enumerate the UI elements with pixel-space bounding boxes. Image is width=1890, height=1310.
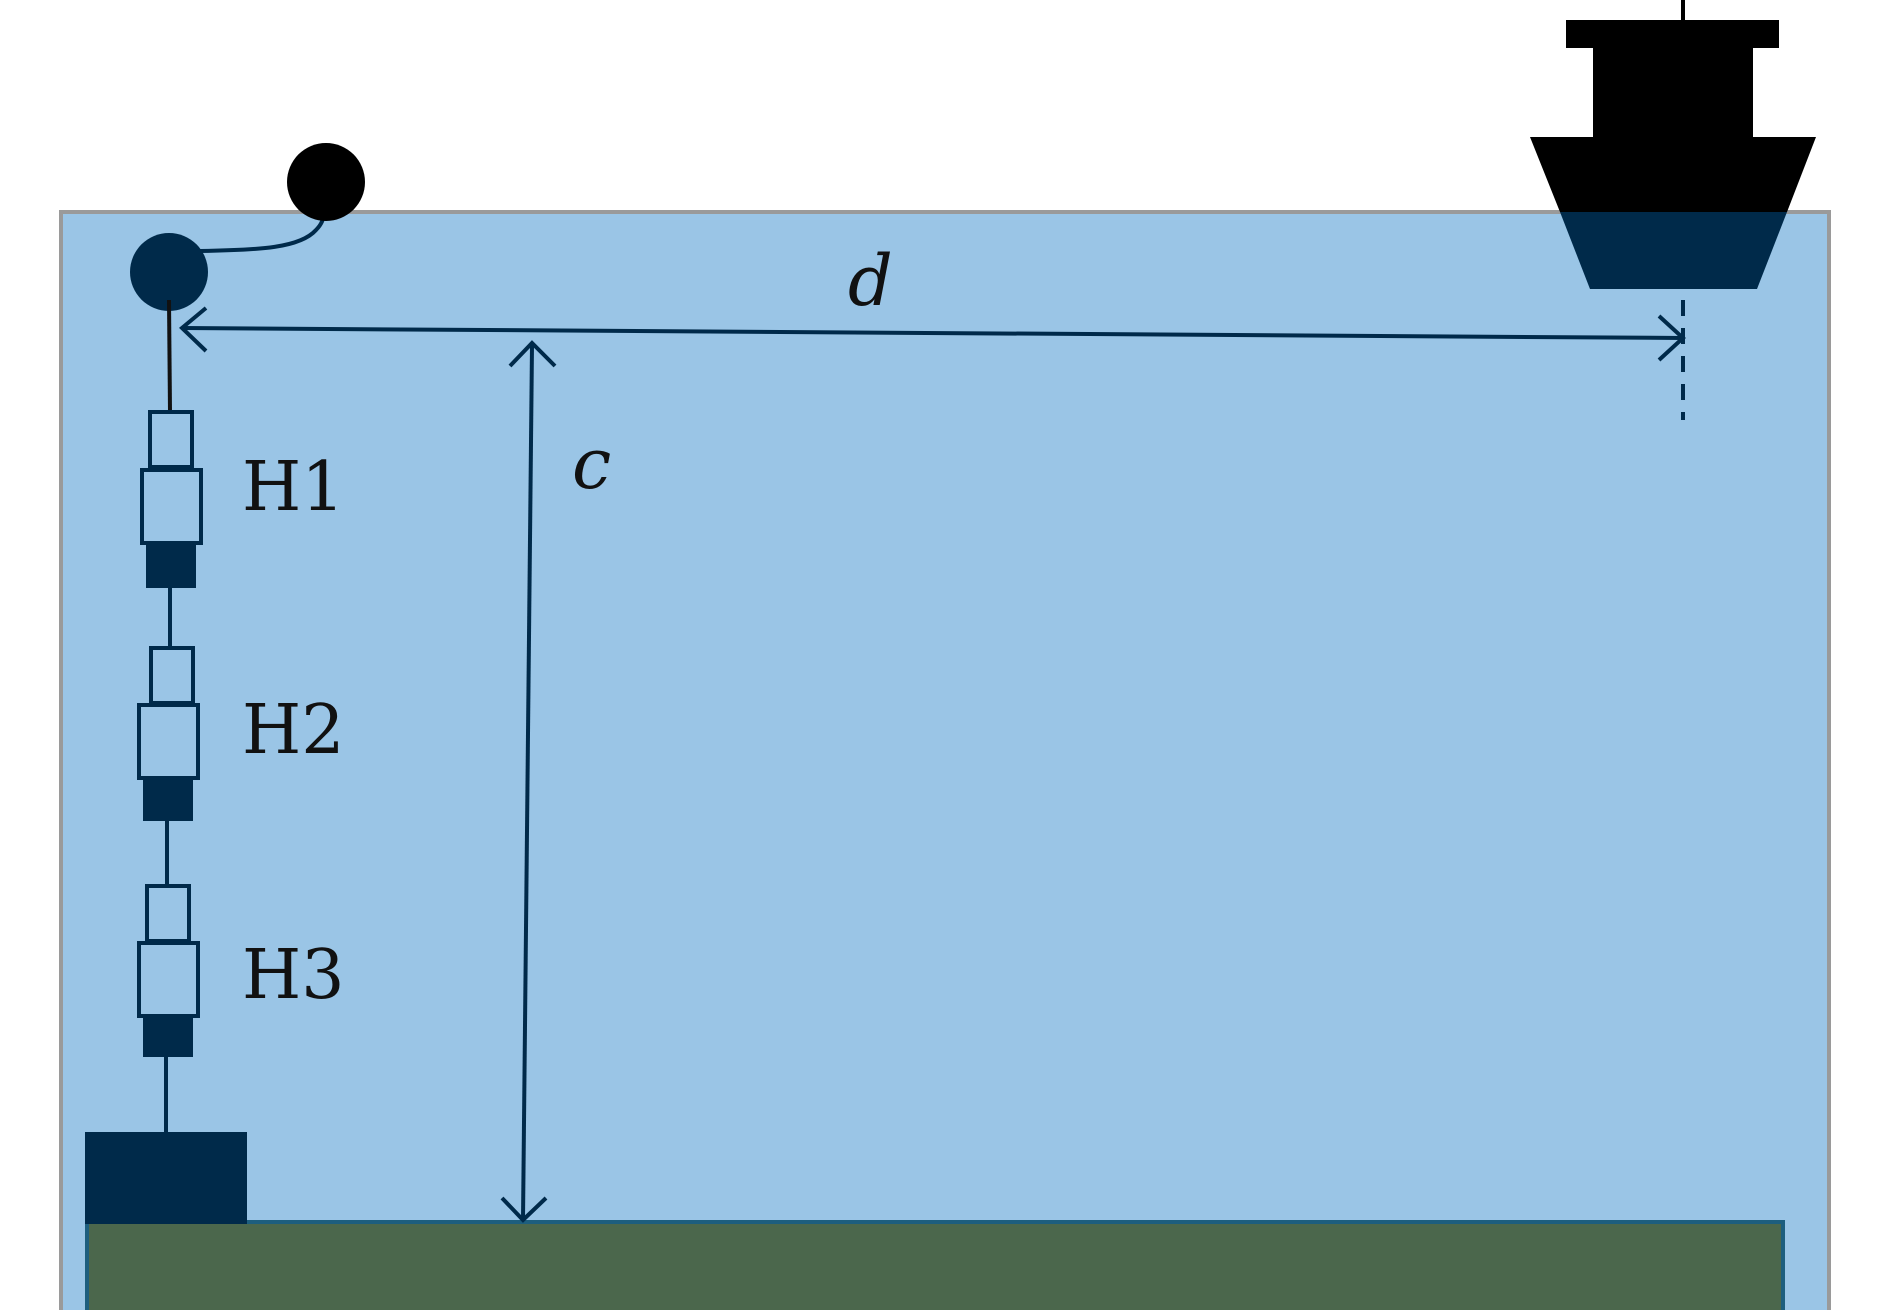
surface-buoy-icon [287,143,365,221]
distance-arrow-d [179,306,1686,362]
subsurface-float-icon [130,233,208,311]
water-body [59,210,1831,1310]
hydrophone-cap [148,410,194,469]
hydrophone-base [146,543,196,588]
hydrophone-icon [137,646,200,821]
hydrophone-base [143,778,193,821]
hydrophone-label: H3 [242,936,345,1015]
mooring-line [167,299,172,413]
anchor-weight-icon [85,1132,247,1224]
hydrophone-base [143,1016,193,1057]
hydrophone-label: H1 [242,448,345,527]
distance-label-d: d [848,240,893,322]
depth-label-c: c [572,423,611,505]
hydrophone-label: H2 [242,691,345,770]
ship-deck-top [1566,20,1779,48]
ship-cabin [1593,46,1753,140]
seabed [85,1220,1785,1310]
ship-icon [1530,0,1816,420]
ship-hull-submerged [1560,212,1787,289]
depth-arrow-c [500,340,557,1223]
hydrophone-icon [140,410,203,588]
ship-hull-above-water [1530,137,1816,212]
hydrophone-icon [137,884,200,1057]
